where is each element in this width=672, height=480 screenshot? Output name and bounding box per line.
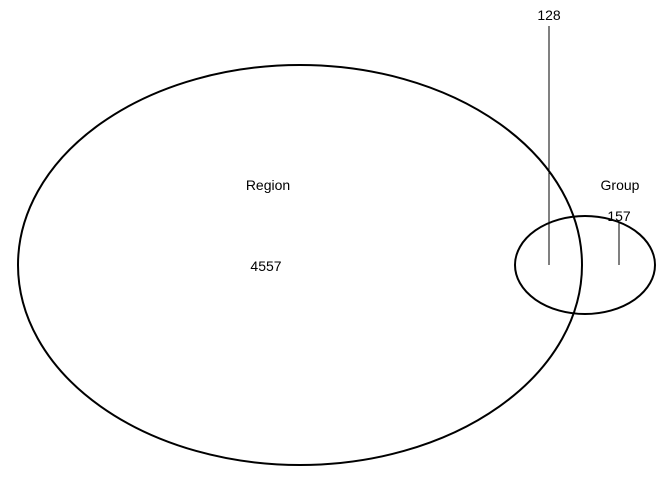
group-set-ellipse [514, 215, 656, 315]
group-only-count: 157 [607, 208, 631, 224]
group-set-label: Group [601, 177, 640, 193]
region-set-ellipse [17, 64, 583, 466]
region-only-count: 4557 [250, 258, 281, 274]
intersection-count: 128 [537, 7, 561, 23]
region-set-label: Region [246, 177, 290, 193]
